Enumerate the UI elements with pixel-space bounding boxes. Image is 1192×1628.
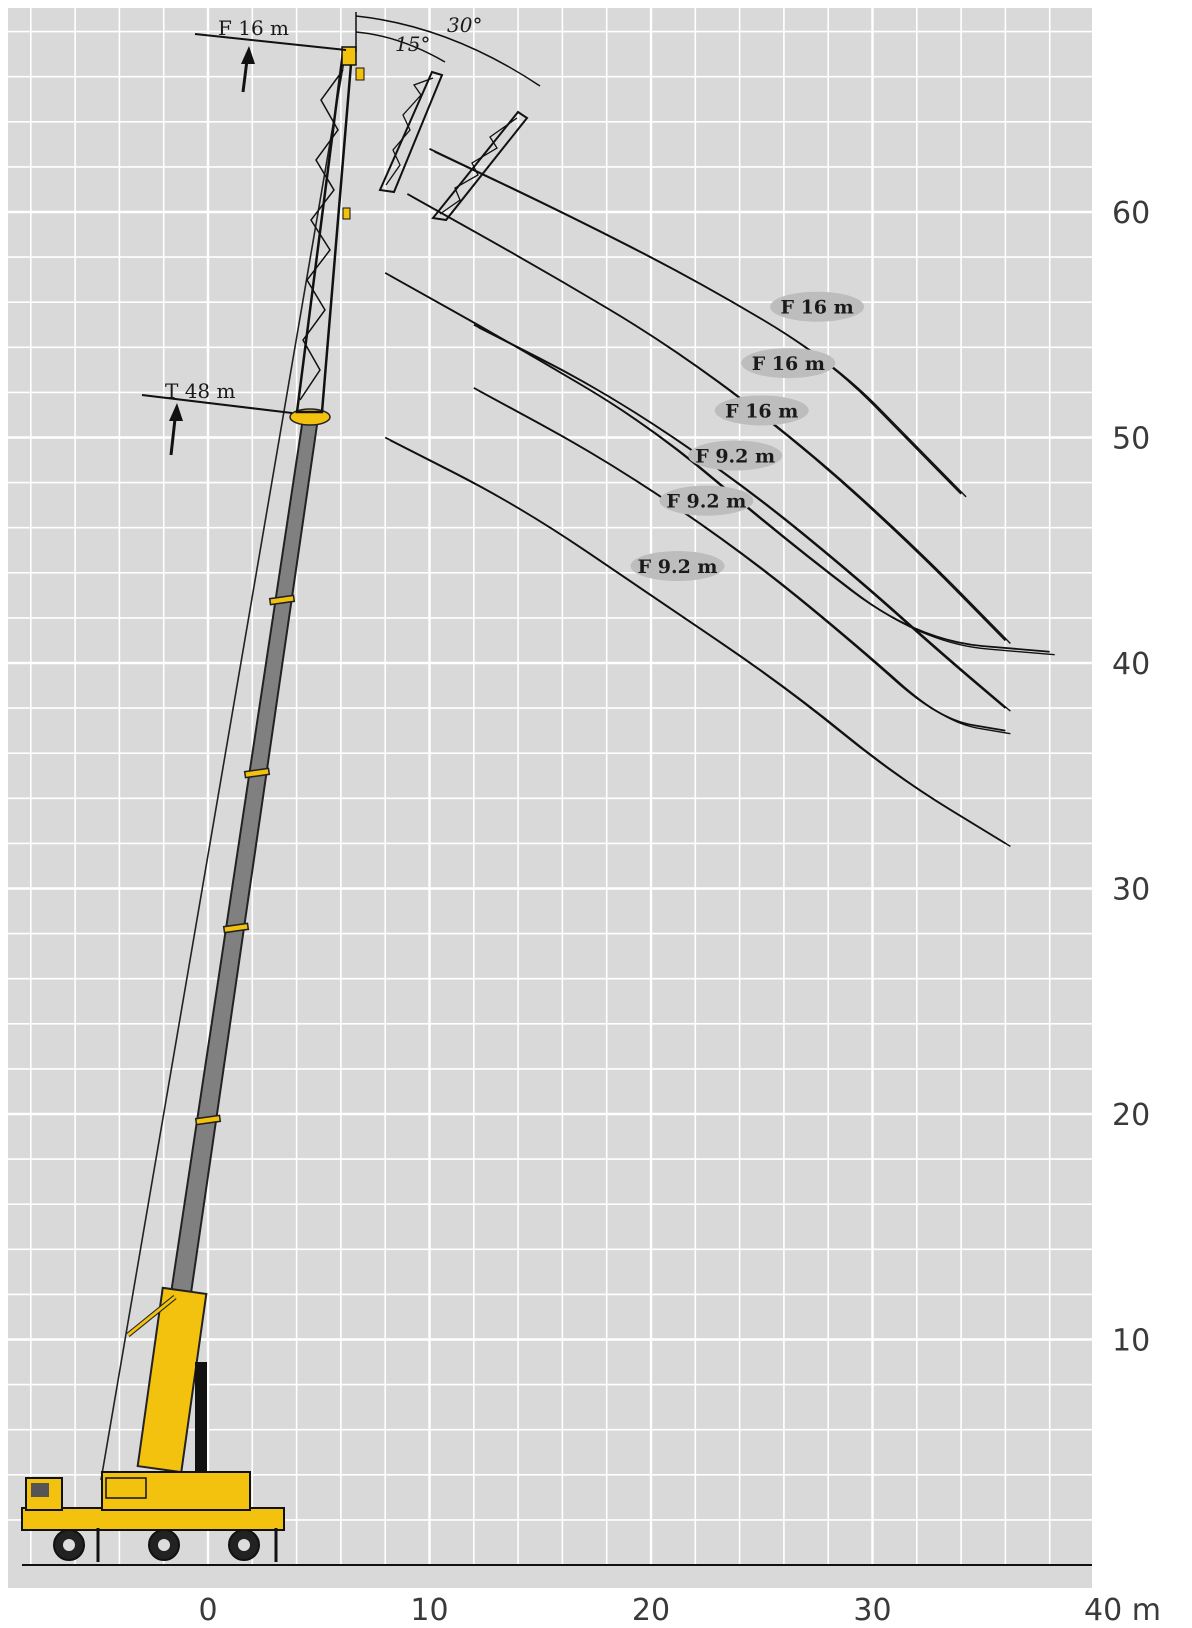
curve-label: F 16 m	[780, 297, 853, 319]
curve-label-badge	[741, 348, 836, 379]
hook-block	[342, 207, 351, 220]
jib-offset-30	[431, 110, 529, 222]
jib-offset-15-lacing	[385, 77, 434, 186]
y-tick-label: 50	[1112, 422, 1150, 457]
wheel-hub	[238, 1539, 250, 1551]
jib-offset-30-lacing	[439, 117, 518, 215]
curve-label: F 16 m	[752, 353, 825, 375]
load-curve-secondary	[412, 196, 1011, 644]
curve-label: F 9.2 m	[695, 446, 775, 468]
curve-label-badge	[714, 395, 809, 426]
boom-base-section	[136, 1286, 208, 1474]
load-curves	[384, 148, 1055, 847]
curve-label: F 9.2 m	[638, 556, 718, 578]
load-curve-secondary	[389, 439, 1011, 847]
y-tick-label: 20	[1112, 1098, 1150, 1133]
offset-15-label: 15°	[395, 32, 430, 56]
wheel-hub	[63, 1539, 75, 1551]
load-curve-secondary	[434, 151, 967, 498]
truck-chassis	[21, 1507, 285, 1531]
load-curve-secondary	[389, 275, 1055, 656]
curve-label-badge	[659, 485, 754, 516]
fly-jib-lacing	[299, 69, 344, 401]
boom-collar	[268, 594, 296, 606]
curve-labels: F 16 m F 16 m F 16 m F 9.2 m F 9.2 m F 9.2 m	[630, 291, 865, 582]
boom-collar	[243, 767, 271, 779]
counterweight	[195, 1362, 207, 1472]
y-axis: 10 20 30 40 50 60 70 m	[1112, 0, 1189, 1359]
y-tick-label: 40	[1112, 647, 1150, 682]
curve-label: F 16 m	[725, 400, 798, 422]
operator-cab	[105, 1477, 147, 1499]
x-tick-label: 20	[632, 1593, 670, 1628]
curve-label-badge	[770, 291, 865, 322]
wheel-hub	[158, 1539, 170, 1551]
y-tick-label: 60	[1112, 196, 1150, 231]
load-curve-secondary	[478, 390, 1011, 735]
angle-arc-30	[355, 15, 541, 87]
load-curve-secondary	[478, 327, 1011, 712]
crane-illustration	[21, 12, 541, 1562]
telescope-arrowhead	[169, 403, 183, 421]
truck-cab-window	[31, 1483, 49, 1497]
x-tick-label: 10	[410, 1593, 448, 1628]
luffing-rope	[100, 54, 346, 1481]
x-tick-label: 30	[853, 1593, 891, 1628]
curve-label-badge	[630, 551, 725, 582]
fly-jib-length-label: F 16 m	[218, 16, 289, 40]
jib-offset-15	[378, 70, 444, 194]
curve-label-badge	[688, 440, 783, 471]
x-axis: 0 10 20 30 40 m	[198, 1593, 1160, 1628]
x-tick-label: 40 m	[1084, 1593, 1161, 1628]
y-tick-label: 70 m	[1112, 0, 1189, 6]
fly-jib-arrowhead	[241, 46, 255, 64]
x-tick-label: 0	[198, 1593, 217, 1628]
fly-jib-leader-line	[194, 33, 347, 51]
curve-label: F 9.2 m	[666, 491, 746, 513]
y-tick-label: 10	[1112, 1324, 1150, 1359]
boom-collar	[222, 922, 250, 934]
fly-jib-head	[341, 46, 357, 66]
y-tick-label: 30	[1112, 873, 1150, 908]
luffing-cylinder-rod	[127, 1295, 176, 1337]
telescope-leader-line	[141, 394, 293, 414]
grid	[8, 8, 1096, 1565]
offset-30-label: 30°	[447, 13, 482, 37]
boom-collar	[194, 1114, 222, 1126]
angle-arc-15	[355, 31, 446, 63]
telescope-length-label: T 48 m	[165, 379, 236, 403]
hook-block	[355, 67, 365, 81]
